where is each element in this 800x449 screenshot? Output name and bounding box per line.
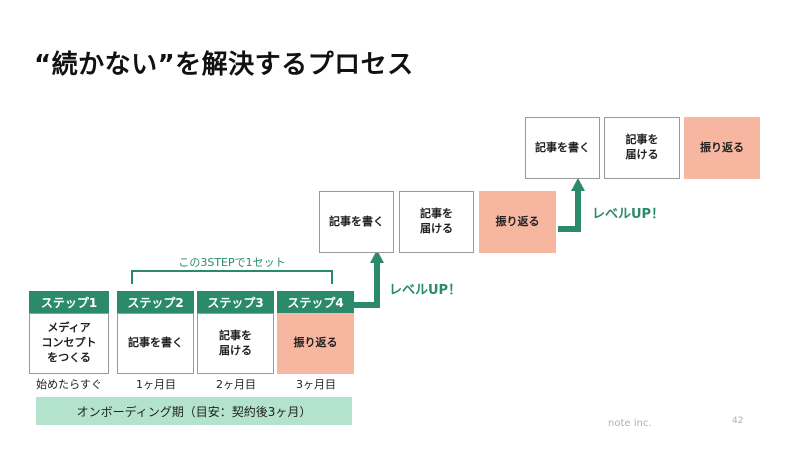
step-2-box: 記事を書く (117, 313, 194, 374)
step-1-header: ステップ1 (29, 291, 109, 313)
level-up-arrow-2 (558, 190, 581, 232)
step-1-box: メディア コンセプト をつくる (29, 313, 109, 374)
level1-review-box: 振り返る (479, 191, 556, 253)
onboarding-band: オンボーディング期（目安：契約後3ヶ月） (36, 397, 352, 425)
step-4-box: 振り返る (277, 313, 354, 374)
level1-write-box: 記事を書く (319, 191, 394, 253)
slide-title: “続かない”を解決するプロセス (34, 50, 414, 80)
level2-deliver-box: 記事を 届ける (604, 117, 680, 179)
time-label-step-3: 2ヶ月目 (216, 378, 256, 391)
step-3-box: 記事を 届ける (197, 313, 274, 374)
set-bracket (131, 270, 333, 284)
time-label-step-4: 3ヶ月目 (296, 378, 336, 391)
step-2-header: ステップ2 (117, 291, 194, 313)
level-up-arrow-1 (354, 262, 380, 308)
bracket-label: この3STEPで1セット (178, 256, 286, 269)
level-up-label-2: レベルUP！ (592, 207, 665, 222)
footer-company: note inc. (608, 418, 652, 429)
level-up-arrowhead-1 (370, 250, 384, 263)
step-3-header: ステップ3 (197, 291, 274, 313)
page-number: 42 (732, 416, 744, 426)
level1-deliver-box: 記事を 届ける (399, 191, 474, 253)
level2-write-box: 記事を書く (525, 117, 600, 179)
step-4-header: ステップ4 (277, 291, 354, 313)
level-up-arrowhead-2 (571, 178, 585, 191)
level-up-label-1: レベルUP！ (389, 283, 462, 298)
time-label-step-1: 始めたらすぐ (36, 378, 102, 391)
time-label-step-2: 1ヶ月目 (136, 378, 176, 391)
level2-review-box: 振り返る (684, 117, 760, 179)
